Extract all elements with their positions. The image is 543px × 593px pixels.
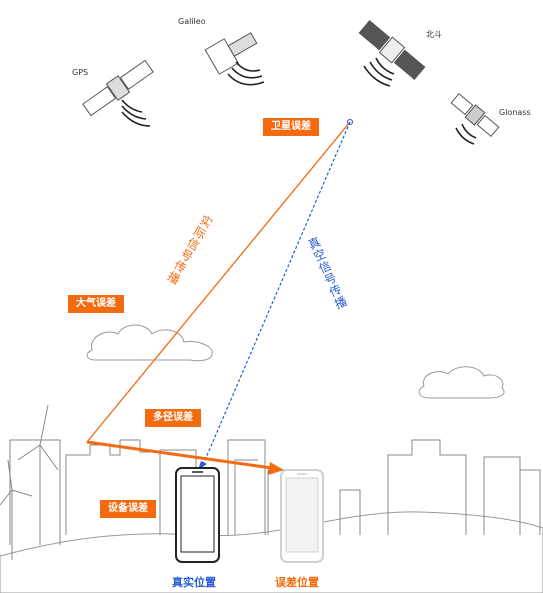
satellite-beidou — [358, 20, 426, 80]
satellite-point — [347, 119, 353, 125]
gps-label: GPS — [72, 68, 89, 77]
wind-turbine — [0, 404, 59, 560]
satellite-glonass — [450, 92, 500, 138]
actual-signal-path — [86, 121, 351, 443]
ground-hill — [0, 511, 543, 593]
multipath-error-tag: 多径误差 — [145, 409, 201, 427]
atmosphere-error-tag: 大气误差 — [68, 295, 124, 313]
city-skyline — [9, 439, 541, 545]
vacuum-signal-path — [201, 121, 351, 468]
multipath-arrowhead — [268, 462, 284, 475]
device-error-tag: 设备误差 — [100, 500, 156, 518]
satellite-gps — [82, 59, 154, 117]
cloud-left — [86, 324, 213, 362]
glonass-label: Glonass — [499, 108, 531, 117]
true-position-phone — [175, 467, 220, 563]
error-position-label: 误差位置 — [275, 576, 319, 589]
beidou-label: 北斗 — [426, 30, 442, 39]
error-position-phone — [280, 469, 324, 563]
cloud-right — [418, 366, 505, 399]
signal-arcs — [121, 57, 477, 145]
multipath-path — [86, 440, 273, 470]
satellite-error-tag: 卫星误差 — [263, 118, 319, 136]
galileo-label: Galileo — [178, 17, 206, 26]
true-position-label: 真实位置 — [172, 576, 216, 589]
satellite-galileo — [204, 32, 258, 75]
